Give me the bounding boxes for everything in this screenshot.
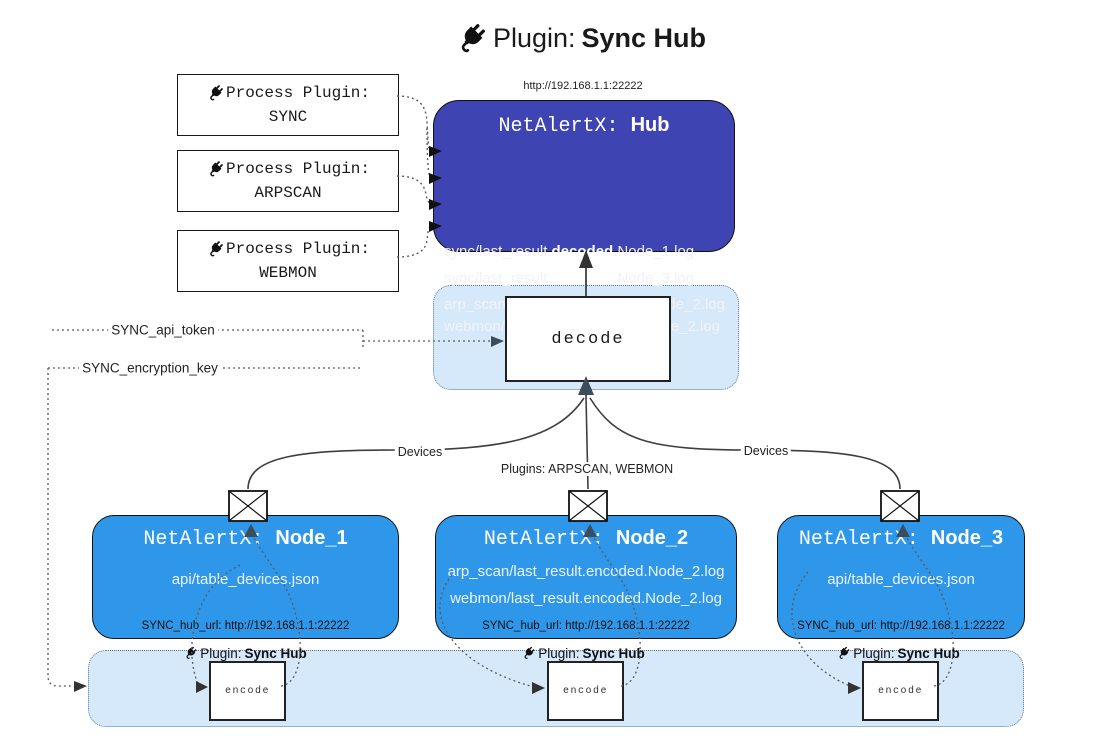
plugins-label-center: Plugins: ARPSCAN, WEBMON: [497, 462, 677, 476]
hub-title: NetAlertX: Hub: [498, 114, 670, 138]
process-plugin-label: Process Plugin:: [225, 84, 371, 102]
encode-box: encode: [209, 661, 286, 721]
encode-box: encode: [547, 661, 624, 721]
process-plugin-arpscan: Process Plugin: ARPSCAN: [177, 150, 399, 212]
process-plugin-webmon: Process Plugin: WEBMON: [177, 230, 399, 292]
hub-box: NetAlertX: Hub sync/last_result.decoded.…: [433, 100, 735, 335]
node-1-box: NetAlertX: Node_1 api/table_devices.json…: [92, 515, 399, 639]
plug-icon: [461, 23, 485, 52]
envelope-icon: [880, 490, 920, 522]
node-title: NetAlertX: Node_3: [798, 527, 1004, 551]
sync-api-token-label: SYNC_api_token: [108, 322, 218, 338]
title-prefix: Plugin:: [492, 22, 576, 53]
plug-icon: [210, 85, 223, 101]
encode-box: encode: [862, 661, 939, 721]
node-file: arp_scan/last_result.encoded.Node_2.log: [447, 563, 725, 580]
process-plugin-name: SYNC: [268, 108, 308, 126]
encoder-plugin-label: Plugin:Sync Hub: [183, 644, 307, 662]
hub-url: http://192.168.1.1:22222: [523, 80, 643, 92]
title-name: Sync Hub: [581, 22, 707, 53]
plug-icon: [210, 241, 223, 257]
plug-icon: [186, 646, 197, 659]
node-file: webmon/last_result.encoded.Node_2.log: [450, 590, 722, 607]
encoder-plugin-label: Plugin:Sync Hub: [521, 644, 645, 662]
envelope-icon: [568, 490, 608, 522]
node-hub-url: SYNC_hub_url: http://192.168.1.1:22222: [797, 620, 1005, 632]
envelope-icon: [228, 490, 268, 522]
sync-encryption-key-label: SYNC_encryption_key: [79, 360, 221, 376]
plug-icon: [210, 161, 223, 177]
page-title: Plugin: Sync Hub: [360, 16, 800, 60]
node-3-box: NetAlertX: Node_3 api/table_devices.json…: [777, 515, 1025, 639]
node-title: NetAlertX: Node_1: [143, 527, 348, 551]
encoder-plugin-label: Plugin:Sync Hub: [836, 644, 960, 662]
process-plugin-label: Process Plugin:: [225, 160, 371, 178]
node-hub-url: SYNC_hub_url: http://192.168.1.1:22222: [482, 620, 690, 632]
hub-log-entry: sync/last_result.decoded.Node_1.log: [444, 243, 695, 260]
node-file: api/table_devices.json: [827, 571, 975, 588]
plug-icon: [524, 646, 535, 659]
node-hub-url: SYNC_hub_url: http://192.168.1.1:22222: [141, 620, 350, 632]
devices-label-left: Devices: [394, 445, 446, 459]
node-file: api/table_devices.json: [171, 571, 320, 588]
plug-icon: [839, 646, 850, 659]
node-title: NetAlertX: Node_2: [483, 527, 689, 551]
process-plugin-sync: Process Plugin: SYNC: [177, 74, 399, 136]
node-2-box: NetAlertX: Node_2 arp_scan/last_result.e…: [435, 515, 737, 639]
process-plugin-label: Process Plugin:: [225, 240, 371, 258]
devices-label-right: Devices: [740, 444, 792, 458]
hub-log-entry: sync/last_result.decoded.Node_3.log: [444, 270, 695, 287]
process-plugin-name: ARPSCAN: [254, 184, 322, 202]
decode-box: decode: [505, 296, 671, 382]
process-plugin-name: WEBMON: [259, 264, 317, 282]
